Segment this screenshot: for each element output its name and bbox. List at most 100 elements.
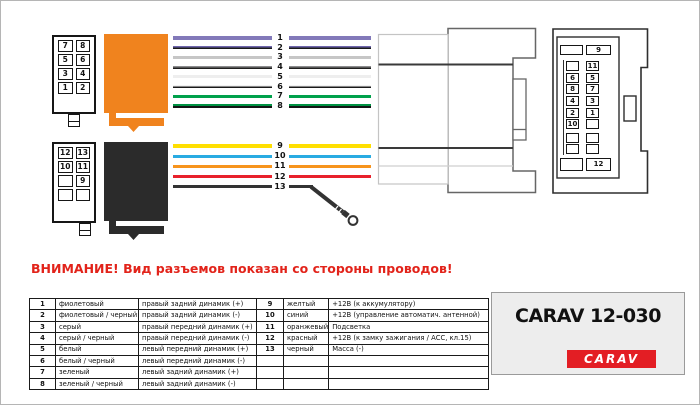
pin-cell: 3 — [586, 96, 599, 106]
pin-cell — [560, 45, 583, 55]
table-cell — [256, 377, 284, 391]
table-cell: 1 — [29, 297, 56, 311]
table-cell: 12 — [256, 332, 284, 345]
table-cell: 11 — [256, 320, 284, 334]
table-cell: +12В (к замку зажигания / АСС, кл.15) — [328, 332, 490, 345]
connector-key-tab — [79, 223, 91, 236]
table-cell — [256, 366, 284, 379]
table-cell: Масса (-) — [328, 343, 490, 356]
wire-4-left — [173, 65, 272, 69]
pin-cell — [566, 144, 579, 154]
pin-cell: 10 — [566, 119, 579, 129]
table-cell: 2 — [29, 309, 56, 322]
table-cell — [282, 366, 330, 379]
table-cell: Подсветка — [328, 320, 490, 334]
brand-logo: CARAV — [567, 350, 656, 368]
table-cell: +12В (управление автоматич. антенной) — [328, 309, 490, 322]
wire-10-left — [173, 154, 272, 158]
table-cell: 8 — [29, 377, 56, 391]
pin-cell: 12 — [586, 158, 611, 171]
wire-8-left — [173, 104, 272, 108]
table-cell: левый передний динамик (-) — [138, 354, 257, 368]
wire-2-left — [173, 46, 272, 50]
pin-cell: 9 — [586, 45, 611, 55]
pin-cell — [586, 144, 599, 154]
pin-cell — [58, 189, 73, 201]
pin-cell: 4 — [75, 68, 90, 80]
table-cell: 5 — [29, 343, 56, 356]
pin-cell — [75, 189, 90, 201]
table-cell: 4 — [29, 332, 56, 345]
pin-cell: 7 — [586, 84, 599, 94]
wire-13-number: 13 — [274, 181, 286, 191]
wire-1-left — [173, 36, 272, 40]
wire-1-number: 1 — [277, 33, 283, 42]
iso-plug-housing-outline — [377, 27, 537, 194]
pin-cell: 2 — [566, 108, 579, 118]
wire-4-number: 4 — [277, 62, 283, 72]
table-cell: серый / черный — [55, 332, 139, 345]
ground-ring-terminal — [309, 185, 359, 226]
wire-11-left — [173, 164, 272, 168]
product-model: CARAV 12-030 — [515, 305, 662, 327]
table-cell: белый — [55, 343, 139, 356]
wire-7-right — [289, 94, 371, 98]
table-cell: оранжевый — [282, 320, 330, 334]
pin-cell: 5 — [586, 73, 599, 83]
pin-cell: 4 — [566, 96, 579, 106]
wire-9-right — [289, 144, 371, 148]
table-cell: 9 — [256, 297, 284, 311]
table-cell: правый передний динамик (+) — [138, 320, 257, 334]
wire-7-number: 7 — [277, 91, 283, 101]
pin-cell: 1 — [586, 108, 599, 118]
connector-key-tab — [68, 114, 80, 127]
pin-cell — [58, 175, 73, 187]
table-cell: зеленый — [55, 366, 139, 379]
wire-11-right — [289, 164, 371, 168]
table-cell: 3 — [29, 320, 56, 334]
wire-10-number: 10 — [274, 151, 286, 161]
table-cell — [282, 354, 330, 368]
pin-cell: 10 — [58, 161, 73, 173]
table-cell: белый / черный — [55, 354, 139, 368]
table-cell: черный — [282, 343, 330, 356]
pin-cell: 11 — [586, 61, 599, 71]
wire-5-left — [173, 75, 272, 79]
pin-cell — [560, 158, 583, 171]
pin-cell: 6 — [75, 54, 90, 66]
wire-8-number: 8 — [277, 101, 283, 111]
table-cell: +12В (к аккумулятору) — [328, 297, 490, 311]
table-cell — [328, 366, 490, 379]
table-cell: фиолетовый / черный — [55, 309, 139, 322]
pin-cell: 11 — [75, 161, 90, 173]
table-cell: красный — [282, 332, 330, 345]
wire-12-right — [289, 175, 371, 179]
wire-2-right — [289, 46, 371, 50]
wire-3-right — [289, 55, 371, 60]
table-cell: левый задний динамик (+) — [138, 366, 257, 379]
pin-cell — [586, 119, 599, 129]
pin-cell — [566, 61, 579, 71]
pin-cell: 7 — [58, 40, 73, 52]
wire-13-left — [173, 185, 272, 189]
table-cell: желтый — [282, 297, 330, 311]
wire-12-number: 12 — [274, 171, 286, 181]
pin-cell: 3 — [58, 68, 73, 80]
pin-cell: 1 — [58, 82, 73, 94]
table-cell: правый задний динамик (+) — [138, 297, 257, 311]
wire-6-number: 6 — [277, 81, 283, 91]
product-label-box: CARAV 12-030 CARAV — [491, 292, 685, 375]
wire-6-left — [173, 85, 272, 89]
pin-cell: 13 — [75, 147, 90, 159]
wire-9-number: 9 — [277, 141, 283, 150]
table-cell — [328, 354, 490, 368]
wire-9-left — [173, 144, 272, 148]
